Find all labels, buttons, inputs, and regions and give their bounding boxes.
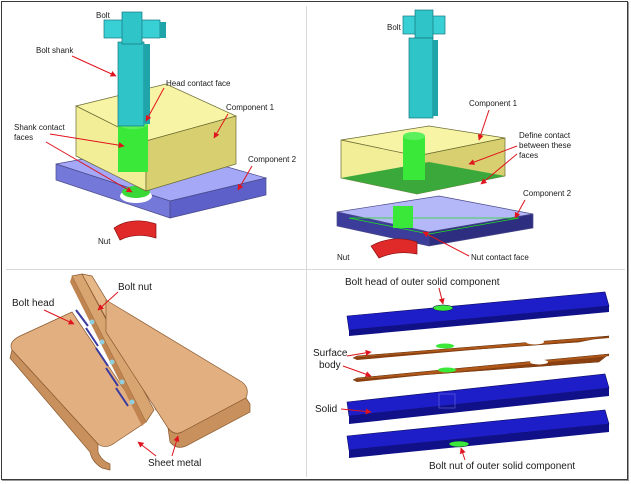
arrow-surface-body-1 — [346, 349, 372, 357]
label-solid: Solid — [315, 404, 337, 415]
arrow-shank-contact-2 — [45, 141, 133, 193]
label-nut: Nut — [337, 253, 350, 262]
arrow-define-contact-2 — [480, 153, 518, 185]
label-bolt-nut: Bolt nut — [118, 282, 152, 293]
arrow-sheet-metal-1 — [137, 441, 157, 457]
arrow-component-2 — [514, 199, 526, 219]
label-shank-contact-line2: faces — [14, 133, 33, 142]
label-bolt: Bolt — [96, 11, 111, 20]
arrow-bolt-nut — [97, 291, 119, 311]
bolt-shape — [103, 11, 166, 127]
label-bolt-shank: Bolt shank — [36, 46, 74, 55]
panel-divider-vertical — [306, 6, 307, 477]
label-define-contact-line1: Define contact — [519, 131, 571, 140]
component-2-plate — [336, 195, 534, 247]
panel-assembled-bolt: Bolt Bolt shank Head contact face Compon… — [6, 6, 304, 267]
arrow-surface-body-2 — [342, 365, 372, 378]
arrow-sheet-metal-2 — [171, 435, 180, 457]
label-bolt-head-outer: Bolt head of outer solid component — [345, 277, 500, 288]
arrow-component-1 — [213, 113, 229, 139]
nut-shape — [370, 238, 418, 259]
nut-shape — [113, 220, 157, 241]
bolt-pins — [75, 309, 129, 407]
label-define-contact-line2: between these — [519, 141, 572, 150]
label-nut-contact-face: Nut contact face — [471, 253, 529, 262]
arrow-bolt-head-outer — [438, 287, 445, 305]
label-bolt: Bolt — [387, 23, 402, 32]
arrow-component-1 — [477, 109, 490, 141]
label-bolt-nut-outer: Bolt nut of outer solid component — [429, 461, 575, 472]
panel-divider-horizontal — [6, 269, 625, 270]
panel-sheet-metal: Bolt head Bolt nut Sheet metal — [6, 272, 304, 477]
solid-layer-middle — [346, 373, 610, 424]
arrow-solid — [340, 408, 372, 415]
label-shank-contact-line1: Shank contact — [14, 123, 65, 132]
bolt-nuts — [89, 319, 135, 405]
label-surface-body-line1: Surface — [313, 348, 348, 359]
arrow-bolt-nut-outer — [459, 447, 466, 461]
arrow-component-2 — [237, 165, 253, 191]
solid-layer-bottom — [346, 409, 610, 458]
label-component-1: Component 1 — [469, 99, 518, 108]
sheet-metal-left — [9, 273, 155, 471]
bolt-shape — [402, 9, 446, 119]
surface-layer-2 — [352, 353, 610, 382]
arrow-bolt-head — [43, 309, 75, 325]
solid-layer-top — [346, 291, 610, 336]
surface-layer-1 — [352, 335, 610, 360]
arrow-bolt-shank — [71, 55, 117, 77]
panel-exploded-bolt: Bolt Component 1 Define contact between … — [309, 6, 625, 267]
arrow-head-contact-face — [145, 87, 165, 122]
arrow-nut-contact-face — [422, 231, 470, 257]
component-1-block — [340, 125, 506, 195]
label-nut: Nut — [98, 237, 111, 246]
label-surface-body-line2: body — [319, 360, 341, 371]
label-component-1: Component 1 — [226, 103, 275, 112]
label-component-2: Component 2 — [248, 155, 297, 164]
arrow-define-contact-1 — [468, 145, 518, 165]
label-bolt-head: Bolt head — [12, 298, 54, 309]
label-sheet-metal: Sheet metal — [148, 458, 201, 469]
component-1-block — [74, 83, 238, 192]
panel-solid-surface-stack: Bolt head of outer solid component Surfa… — [309, 272, 625, 477]
label-component-2: Component 2 — [523, 189, 572, 198]
label-define-contact-line3: faces — [519, 151, 538, 160]
arrow-shank-contact-1 — [49, 133, 125, 149]
label-head-contact-face: Head contact face — [166, 79, 231, 88]
